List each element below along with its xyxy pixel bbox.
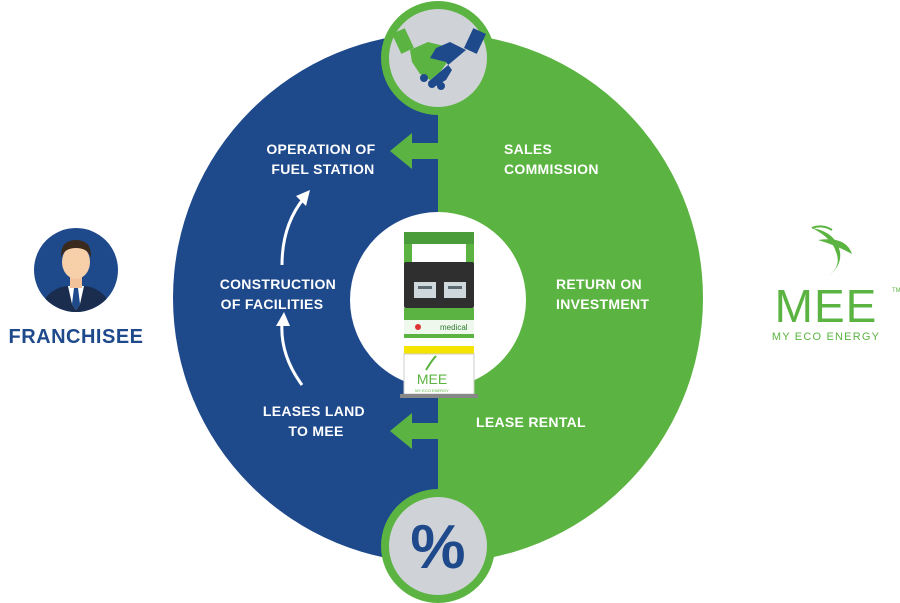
bottom-badge: % [381, 489, 495, 603]
mee-logo-text: MEE [775, 280, 878, 332]
percent-icon: % [410, 513, 465, 582]
curved-arrow-upper [280, 190, 310, 266]
item-lease-rental: LEASE RENTAL [476, 414, 586, 430]
item-sales-line1: SALES [504, 141, 552, 157]
mee-logo: MEE TM MY ECO ENERGY [772, 225, 900, 343]
pump-label: medical [440, 323, 468, 332]
left-half-blue [173, 33, 438, 563]
step-operation-line1: OPERATION OF [266, 141, 375, 157]
pump-brand: MEE [417, 371, 447, 387]
step-leases-line1: LEASES LAND [263, 403, 365, 419]
step-construction: CONSTRUCTION OF FACILITIES [220, 276, 341, 312]
trademark-mark: TM [892, 288, 900, 294]
right-half-green [438, 33, 703, 563]
pump-tagline: MY ECO ENERGY [415, 388, 449, 393]
item-sales-commission: SALES COMMISSION [504, 141, 599, 177]
arrow-rental-to-lease [390, 413, 438, 449]
franchisee-label: FRANCHISEE [8, 326, 143, 348]
step-leases-land: LEASES LAND TO MEE [263, 403, 369, 439]
step-operation: OPERATION OF FUEL STATION [266, 141, 379, 177]
item-return-on-investment: RETURN ON INVESTMENT [556, 276, 649, 312]
item-return-line2: INVESTMENT [556, 296, 649, 312]
step-construction-line1: CONSTRUCTION [220, 276, 336, 292]
mee-tagline: MY ECO ENERGY [772, 331, 880, 343]
item-return-line1: RETURN ON [556, 276, 642, 292]
fuel-dispenser-icon: medical MEE MY ECO ENERGY [400, 232, 478, 398]
item-sales-line2: COMMISSION [504, 161, 599, 177]
top-badge [381, 1, 495, 115]
handshake-icon [392, 28, 486, 90]
step-leases-line2: TO MEE [288, 423, 343, 439]
businessman-icon [34, 228, 118, 312]
step-construction-line2: OF FACILITIES [221, 296, 324, 312]
step-operation-line2: FUEL STATION [271, 161, 374, 177]
curved-arrow-lower [276, 312, 304, 386]
arrow-sales-to-operation [390, 133, 438, 169]
item-lease-rental-line1: LEASE RENTAL [476, 414, 586, 430]
